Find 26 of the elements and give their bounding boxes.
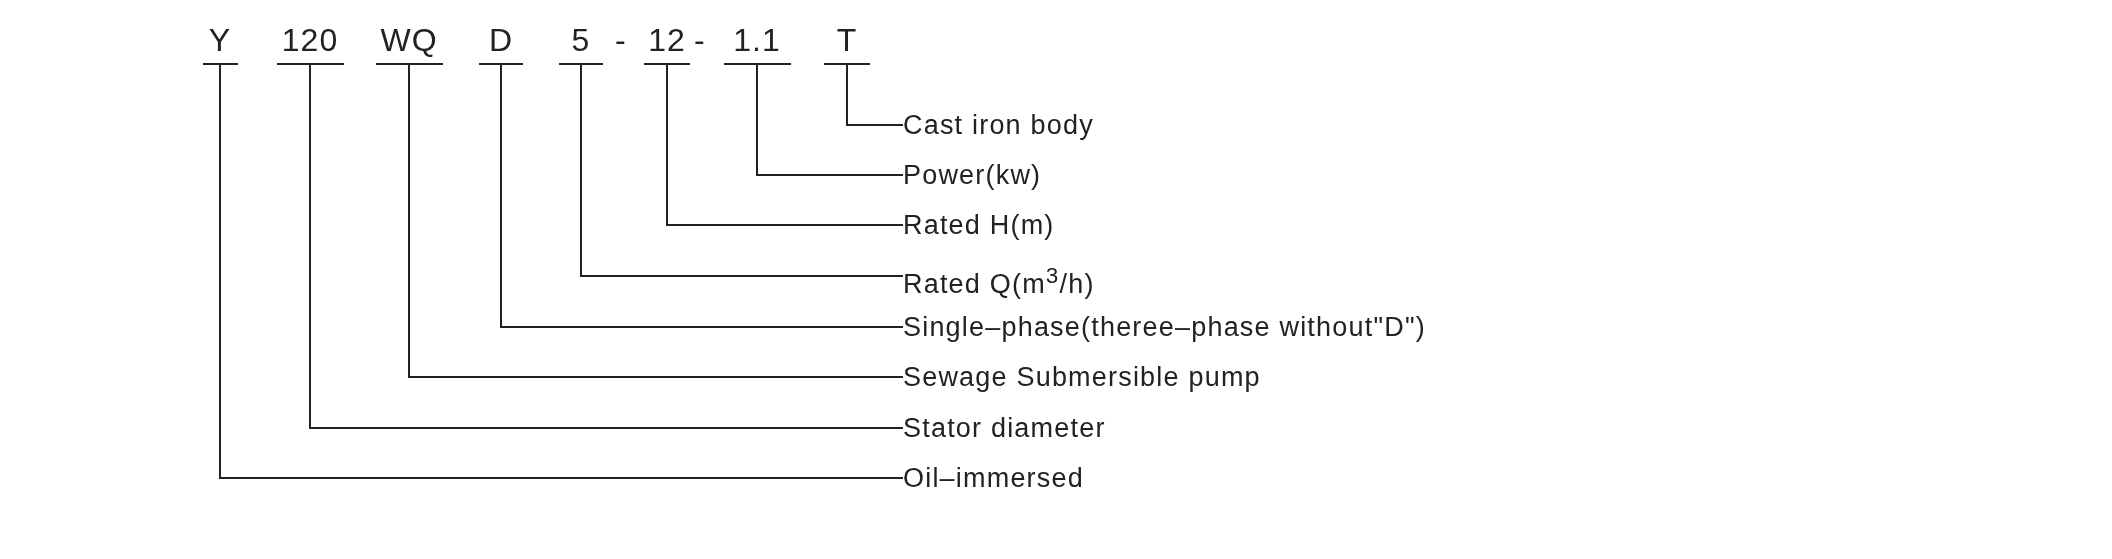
code-segment: T [824,20,870,65]
code-segment: 12 [644,20,690,65]
description-text: Single–phase(theree–phase without"D") [903,311,1426,343]
description-text: Oil–immersed [903,462,1084,494]
code-segment: 120 [276,20,344,65]
code-segment: Y [202,20,238,65]
leader-line [309,64,904,429]
description-text: Sewage Submersible pump [903,361,1261,393]
code-segment: WQ [375,20,443,65]
code-segment: 1.1 [723,20,791,65]
description-text: Rated Q(m$^{3}$/h) [903,260,1095,300]
separator-dash: - [694,21,705,60]
leader-line [500,64,904,328]
description-text: Power(kw) [903,159,1042,191]
code-segment: D [479,20,523,65]
leader-line [408,64,904,378]
leader-line [580,64,904,277]
leader-line [666,64,904,226]
code-segment: 5 [559,20,603,65]
description-text: Rated H(m) [903,209,1055,241]
leader-line [846,64,904,126]
separator-dash: - [615,21,626,60]
leader-line [756,64,904,176]
description-text: Stator diameter [903,412,1106,444]
leader-line [219,64,904,479]
description-text: Cast iron body [903,109,1094,141]
